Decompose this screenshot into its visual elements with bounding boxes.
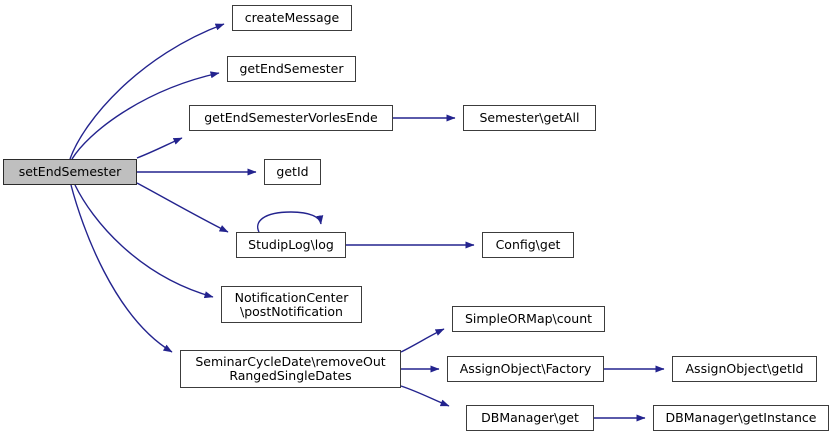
call-edge	[257, 211, 324, 233]
call-edge	[400, 385, 450, 407]
call-edge	[69, 23, 225, 160]
graph-node-createmessage[interactable]: createMessage	[232, 5, 352, 31]
graph-node-seminarcycledate-removeoutrangedsingledates[interactable]: SeminarCycleDate\removeOut RangedSingleD…	[180, 350, 401, 388]
graph-node-semester-getall[interactable]: Semester\getAll	[463, 105, 596, 131]
call-edge	[136, 182, 229, 233]
graph-node-assignobject-getid[interactable]: AssignObject\getId	[672, 356, 817, 382]
call-edge	[70, 184, 173, 353]
graph-node-simpleormap-count[interactable]: SimpleORMap\count	[452, 306, 605, 332]
graph-node-dbmanager-get[interactable]: DBManager\get	[466, 405, 594, 431]
graph-node-getendsemester[interactable]: getEndSemester	[227, 56, 356, 82]
graph-node-getid[interactable]: getId	[264, 159, 321, 185]
graph-node-config-get[interactable]: Config\get	[482, 232, 574, 258]
graph-node-setendsemester[interactable]: setEndSemester	[3, 159, 137, 185]
graph-node-dbmanager-getinstance[interactable]: DBManager\getInstance	[653, 405, 829, 431]
call-edge	[74, 184, 214, 299]
graph-node-notificationcenter-postnotification[interactable]: NotificationCenter \postNotification	[221, 286, 362, 323]
call-edge	[400, 328, 445, 353]
call-edge	[136, 137, 183, 159]
graph-node-studiplog-log[interactable]: StudipLog\log	[236, 232, 346, 258]
graph-node-assignobject-factory[interactable]: AssignObject\Factory	[447, 356, 604, 382]
graph-node-getendsemestervorlesende[interactable]: getEndSemesterVorlesEnde	[189, 105, 393, 131]
